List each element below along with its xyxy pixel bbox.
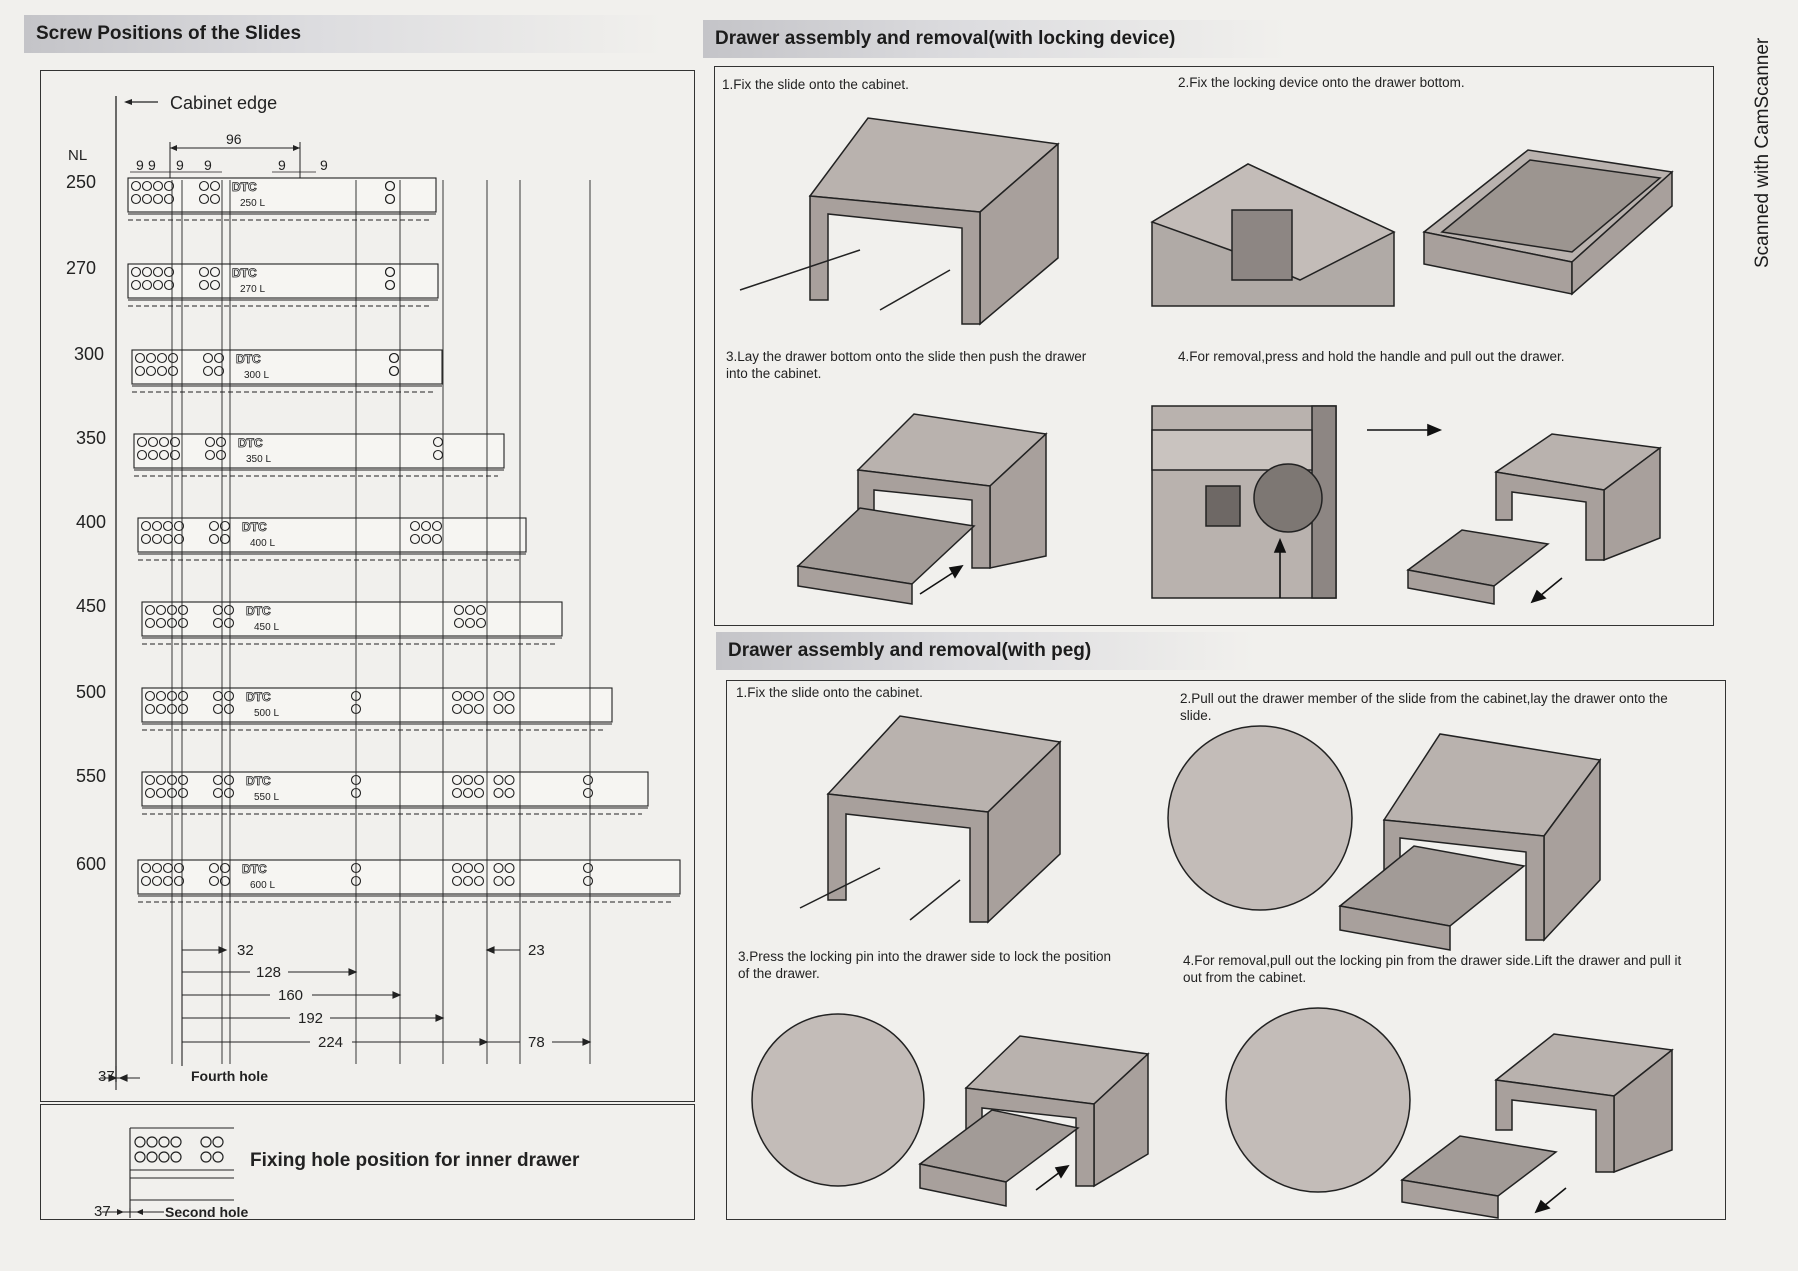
slide-brand: DTC <box>232 266 257 280</box>
slide-400: DTC 400 L <box>137 517 527 561</box>
slide-brand: DTC <box>242 862 267 876</box>
slide-brand: DTC <box>246 690 271 704</box>
slide-brand: DTC <box>242 520 267 534</box>
nl-value-350: 350 <box>76 428 107 448</box>
nl-value-550: 550 <box>76 766 107 786</box>
slide-350: DTC 350 L <box>133 433 505 477</box>
screw-positions-title: Screw Positions of the Slides <box>24 15 664 53</box>
slide-brand: DTC <box>246 604 271 618</box>
dim-9-f: 9 <box>320 157 328 173</box>
peg-step2-detail <box>1167 725 1353 911</box>
slide-250: DTC 250 L <box>127 177 437 221</box>
slide-270: DTC 270 L <box>127 263 439 307</box>
slide-mark: 350 L <box>246 454 271 465</box>
peg-step-2: 2.Pull out the drawer member of the slid… <box>1180 691 1668 723</box>
camscanner-watermark: Scanned with CamScanner <box>1752 37 1773 268</box>
nl-label: NL <box>68 147 88 164</box>
slide-brand: DTC <box>246 774 271 788</box>
slide-brand: DTC <box>236 352 261 366</box>
dim-9-a: 9 <box>136 157 144 173</box>
peg-frame <box>726 680 1726 1220</box>
slide-500: DTC 500 L <box>141 687 613 731</box>
lock-step4-detail <box>1151 405 1337 599</box>
slide-mark: 250 L <box>240 198 265 209</box>
dim-96: 96 <box>226 131 242 147</box>
lock-step-4: 4.For removal,press and hold the handle … <box>1178 349 1565 364</box>
slide-mark: 270 L <box>240 284 265 295</box>
lock-step4-cabinet <box>1406 433 1662 605</box>
dim-32: 32 <box>237 942 254 959</box>
dim-224: 224 <box>318 1034 344 1051</box>
slide-300: DTC 300 L <box>131 349 443 393</box>
slide-450: DTC 450 L <box>141 601 563 645</box>
lock-step3-cabinet <box>796 413 1048 605</box>
nl-value-270: 270 <box>66 258 97 278</box>
slide-mark: 300 L <box>244 370 269 381</box>
peg-step4-cabinet <box>1400 1033 1674 1219</box>
nl-value-400: 400 <box>76 512 107 532</box>
nl-value-600: 600 <box>76 854 107 874</box>
peg-step-4: 4.For removal,pull out the locking pin f… <box>1183 953 1682 985</box>
slide-brand: DTC <box>232 180 257 194</box>
dim-160: 160 <box>278 987 304 1004</box>
dim-78: 78 <box>528 1034 545 1051</box>
cabinet-edge-label: Cabinet edge <box>170 93 278 113</box>
locking-frame <box>714 66 1714 626</box>
lock-step-3: 3.Lay the drawer bottom onto the slide t… <box>726 349 1087 381</box>
dim-37: 37 <box>98 1068 115 1085</box>
slide-mark: 400 L <box>250 538 275 549</box>
dim-9-d: 9 <box>204 157 212 173</box>
nl-value-300: 300 <box>74 344 105 364</box>
slide-550: DTC 550 L <box>141 771 649 815</box>
nl-value-450: 450 <box>76 596 107 616</box>
inner-dim-37: 37 <box>94 1203 111 1220</box>
bottom-dimensions <box>100 940 592 1090</box>
dim-9-b: 9 <box>148 157 156 173</box>
second-hole-label: Second hole <box>165 1204 249 1220</box>
dim-23: 23 <box>528 942 545 959</box>
slide-mark: 600 L <box>250 880 275 891</box>
peg-step-3: 3.Press the locking pin into the drawer … <box>738 949 1111 981</box>
lock-step1-cabinet <box>739 117 1060 326</box>
slide-mark: 550 L <box>254 792 279 803</box>
peg-step3-detail <box>751 1013 925 1187</box>
dim-9-c: 9 <box>176 157 184 173</box>
nl-value-250: 250 <box>66 172 97 192</box>
slide-mark: 500 L <box>254 708 279 719</box>
peg-step2-cabinet <box>1338 733 1602 951</box>
locking-device-title: Drawer assembly and removal(with locking… <box>703 20 1288 58</box>
lock-step-2: 2.Fix the locking device onto the drawer… <box>1178 75 1465 90</box>
peg-step-1: 1.Fix the slide onto the cabinet. <box>736 685 923 700</box>
peg-step1-cabinet <box>799 715 1062 924</box>
slide-brand: DTC <box>238 436 263 450</box>
fourth-hole-label: Fourth hole <box>191 1068 268 1084</box>
peg-step3-cabinet <box>918 1035 1150 1207</box>
inner-drawer-label: Fixing hole position for inner drawer <box>250 1150 580 1171</box>
nl-value-500: 500 <box>76 682 107 702</box>
slide-mark: 450 L <box>254 622 279 633</box>
dim-128: 128 <box>256 964 282 981</box>
lock-step2-device <box>1150 163 1396 307</box>
lock-step-1: 1.Fix the slide onto the cabinet. <box>722 77 909 92</box>
inner-drawer-frame <box>40 1104 695 1220</box>
peg-step4-detail <box>1225 1007 1411 1193</box>
dim-192: 192 <box>298 1010 324 1027</box>
dim-9-e: 9 <box>278 157 286 173</box>
lock-step2-drawer <box>1422 149 1674 296</box>
peg-title: Drawer assembly and removal(with peg) <box>716 632 1256 670</box>
screw-diagram-frame <box>40 70 695 1102</box>
